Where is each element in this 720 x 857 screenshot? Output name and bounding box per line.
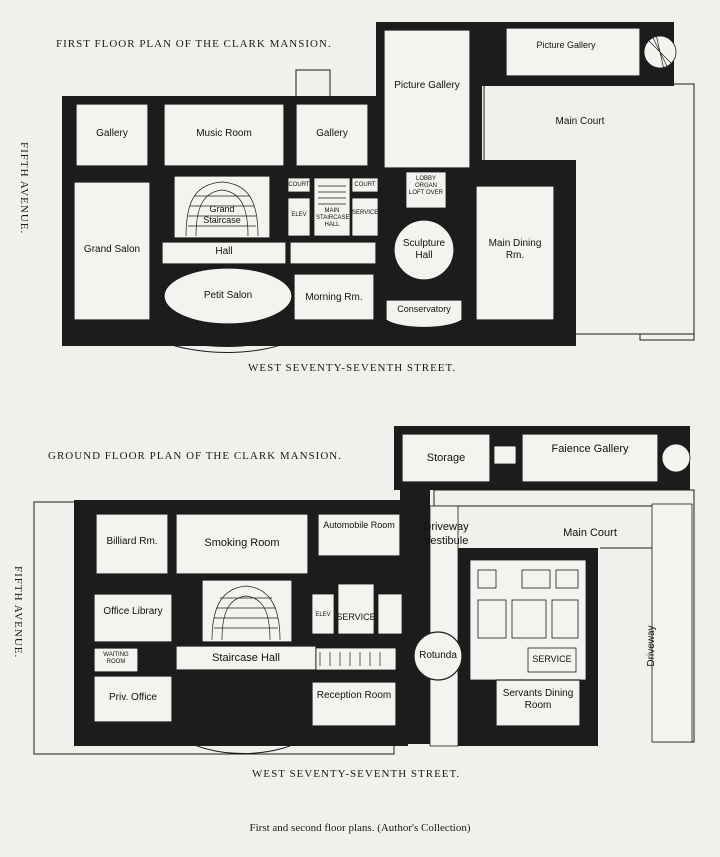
room-label-service-first: SERVICE (352, 210, 379, 216)
room-label-main-dining-rm: Main Dining Rm. (488, 238, 542, 261)
room-label-service-ground-2: SERVICE (532, 654, 572, 664)
room-label-storage: Storage (426, 452, 466, 464)
room-label-servants-dining-room: Servants Dining Room (502, 688, 574, 711)
room-label-picture-gallery-large: Picture Gallery (394, 80, 460, 91)
room-label-staircase-hall: Staircase Hall (212, 652, 280, 664)
room-label-lobby-organ-loft: LOBBY ORGAN LOFT OVER (409, 176, 443, 196)
first-floor-plan (62, 22, 695, 353)
room-label-court-1: COURT (288, 182, 310, 188)
room-label-office-library: Office Library (103, 606, 163, 617)
room-label-petit-salon: Petit Salon (203, 290, 253, 301)
room-label-faience-gallery: Faience Gallery (551, 443, 629, 455)
room-label-gallery-west: Gallery (96, 128, 128, 139)
room-label-billiard-rm: Billiard Rm. (106, 536, 158, 547)
first-floor-title: FIRST FLOOR PLAN OF THE CLARK MANSION. (56, 38, 332, 50)
room-label-grand-staircase: Grand Staircase (203, 204, 241, 225)
room-label-smoking-room: Smoking Room (204, 537, 280, 549)
room-label-main-court-first: Main Court (555, 116, 605, 127)
room-label-service-ground-1: SERVICE (336, 612, 376, 622)
room-label-main-staircase-hall: MAIN STAIRCASE HALL (316, 208, 350, 228)
room-label-elev-ground: ELEV (315, 612, 331, 618)
ground-floor-plan (33, 426, 695, 755)
ground-floor-avenue-label: FIFTH AVENUE. (12, 566, 24, 659)
room-label-music-room: Music Room (196, 128, 252, 139)
ground-floor-street-label: WEST SEVENTY-SEVENTH STREET. (252, 768, 461, 780)
figure-caption: First and second floor plans. (Author's … (249, 822, 471, 834)
first-floor-street-label: WEST SEVENTY-SEVENTH STREET. (248, 362, 457, 374)
room-label-automobile-room: Automobile Room (323, 520, 395, 530)
room-label-conservatory: Conservatory (397, 304, 451, 314)
room-label-driveway-vestibule: Driveway Vestibule (423, 521, 469, 547)
room-label-main-court-ground: Main Court (563, 527, 617, 539)
room-label-court-2: COURT (354, 182, 376, 188)
room-label-gallery-east: Gallery (316, 128, 348, 139)
room-label-picture-gallery-small: Picture Gallery (536, 40, 596, 50)
room-label-grand-salon: Grand Salon (83, 244, 141, 255)
room-label-rotunda: Rotunda (419, 650, 457, 661)
room-label-hall: Hall (215, 246, 233, 257)
ground-floor-title: GROUND FLOOR PLAN OF THE CLARK MANSION. (48, 450, 342, 462)
room-label-elev-first: ELEV (291, 212, 307, 218)
room-label-priv-office: Priv. Office (109, 692, 157, 703)
first-floor-avenue-label: FIFTH AVENUE. (18, 142, 30, 235)
room-label-waiting-room: WAITING ROOM (103, 652, 129, 665)
room-label-sculpture-hall: Sculpture Hall (402, 238, 446, 261)
room-label-morning-rm: Morning Rm. (305, 292, 363, 303)
room-label-driveway: Driveway (646, 625, 657, 667)
room-label-reception-room: Reception Room (316, 690, 392, 701)
